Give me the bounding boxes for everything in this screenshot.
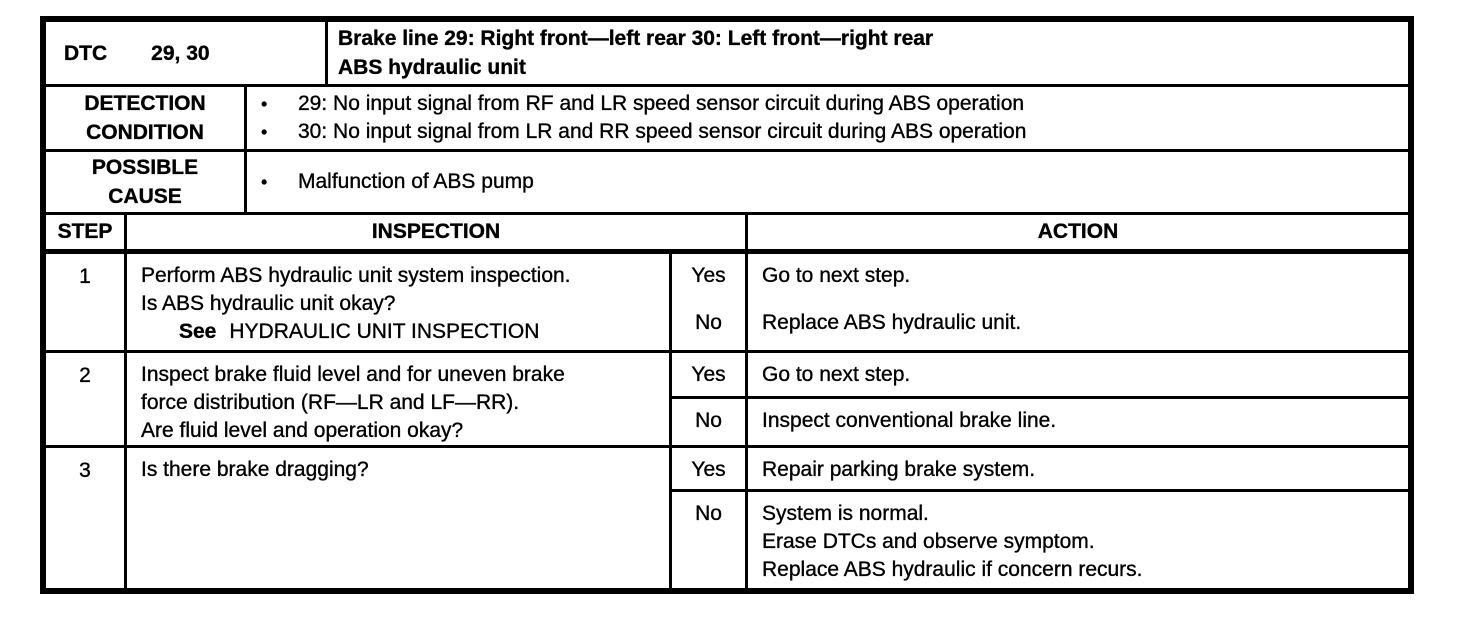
dtc-description-line2: ABS hydraulic unit <box>338 56 526 79</box>
inspection-line: Inspect brake fluid level and for uneven… <box>141 363 565 386</box>
result-action-area: Yes Go to next step. No Inspect conventi… <box>672 353 1408 445</box>
inspection-cell: Is there brake dragging? <box>127 448 672 588</box>
possible-cause-row: POSSIBLE CAUSE • Malfunction of ABS pump <box>46 152 1408 215</box>
yes-subrow: Yes Go to next step. <box>672 353 1408 399</box>
detection-condition-label-cell: DETECTION CONDITION <box>46 87 247 149</box>
step-row-3: 3 Is there brake dragging? Yes Repair pa… <box>46 448 1408 588</box>
detection-condition-label-line1: DETECTION <box>84 92 206 115</box>
yes-action-text: Go to next step. <box>762 363 911 386</box>
possible-cause-item-text: Malfunction of ABS pump <box>298 170 534 193</box>
possible-cause-label-line2: CAUSE <box>108 185 182 208</box>
yes-label: Yes <box>672 448 748 489</box>
see-reference: HYDRAULIC UNIT INSPECTION <box>229 320 540 343</box>
step-number: 1 <box>46 254 127 350</box>
possible-cause-content-cell: • Malfunction of ABS pump <box>247 152 1408 212</box>
detection-condition-item: • 30: No input signal from LR and RR spe… <box>247 118 1408 146</box>
result-action-area: Yes Repair parking brake system. No Syst… <box>672 448 1408 588</box>
dtc-label-cell: DTC 29, 30 <box>46 22 328 84</box>
no-action-text: Replace ABS hydraulic unit. <box>762 311 1022 334</box>
detection-condition-item-text: 30: No input signal from LR and RR speed… <box>298 120 1027 143</box>
detection-condition-item-text: 29: No input signal from RF and LR speed… <box>298 92 1025 115</box>
inspection-line: Perform ABS hydraulic unit system inspec… <box>141 264 571 287</box>
dtc-label: DTC <box>64 41 108 65</box>
bullet-icon: • <box>261 122 268 142</box>
result-action-area: Yes No Go to next step. Replace ABS hydr… <box>672 254 1408 350</box>
dtc-codes: 29, 30 <box>151 41 210 65</box>
detection-condition-row: DETECTION CONDITION • 29: No input signa… <box>46 87 1408 152</box>
no-label: No <box>672 492 748 588</box>
no-label: No <box>695 311 722 334</box>
yes-subrow: Yes Repair parking brake system. <box>672 448 1408 492</box>
possible-cause-label-cell: POSSIBLE CAUSE <box>46 152 247 212</box>
action-cell: Go to next step. Replace ABS hydraulic u… <box>748 254 1408 350</box>
inspection-column-header: INSPECTION <box>127 215 748 249</box>
no-action-line: Erase DTCs and observe symptom. <box>762 530 1095 553</box>
yes-label: Yes <box>672 353 748 396</box>
yes-action-text: Go to next step. <box>762 264 911 287</box>
yes-action-text: Repair parking brake system. <box>762 458 1036 481</box>
step1-result-subrow: Yes No Go to next step. Replace ABS hydr… <box>672 254 1408 350</box>
no-subrow: No System is normal. Erase DTCs and obse… <box>672 492 1408 588</box>
bullet-icon: • <box>261 94 268 114</box>
inspection-line: Are fluid level and operation okay? <box>141 419 464 442</box>
detection-condition-label-line2: CONDITION <box>86 121 204 144</box>
no-action-cell: System is normal. Erase DTCs and observe… <box>748 492 1408 588</box>
possible-cause-item: • Malfunction of ABS pump <box>247 168 1408 196</box>
step-row-1: 1 Perform ABS hydraulic unit system insp… <box>46 254 1408 353</box>
inspection-cell: Inspect brake fluid level and for uneven… <box>127 353 672 445</box>
inspection-line: Is there brake dragging? <box>141 458 369 481</box>
step-row-2: 2 Inspect brake fluid level and for unev… <box>46 353 1408 448</box>
no-action-line: System is normal. <box>762 502 929 525</box>
inspection-see-line: See HYDRAULIC UNIT INSPECTION <box>141 318 659 346</box>
detection-condition-item: • 29: No input signal from RF and LR spe… <box>247 90 1408 118</box>
detection-condition-content-cell: • 29: No input signal from RF and LR spe… <box>247 87 1408 149</box>
table-header-row: STEP INSPECTION ACTION <box>46 215 1408 254</box>
dtc-troubleshooting-table: DTC 29, 30 Brake line 29: Right front—le… <box>40 16 1414 594</box>
bullet-icon: • <box>261 172 268 192</box>
no-action-line: Replace ABS hydraulic if concern recurs. <box>762 558 1143 581</box>
see-label: See <box>179 320 217 343</box>
possible-cause-label-line1: POSSIBLE <box>91 156 199 179</box>
inspection-line: Is ABS hydraulic unit okay? <box>141 292 396 315</box>
no-label: No <box>672 399 748 445</box>
inspection-line: force distribution (RF—LR and LF—RR). <box>141 391 520 414</box>
yes-label: Yes <box>691 264 726 287</box>
step-number: 3 <box>46 448 127 588</box>
step-column-header: STEP <box>46 215 127 249</box>
dtc-row: DTC 29, 30 Brake line 29: Right front—le… <box>46 22 1408 87</box>
inspection-cell: Perform ABS hydraulic unit system inspec… <box>127 254 672 350</box>
yesno-cell: Yes No <box>672 254 748 350</box>
dtc-description-cell: Brake line 29: Right front—left rear 30:… <box>328 22 1408 84</box>
dtc-description-line1: Brake line 29: Right front—left rear 30:… <box>338 27 934 50</box>
action-column-header: ACTION <box>1037 220 1119 243</box>
no-action-text: Inspect conventional brake line. <box>762 409 1057 432</box>
no-subrow: No Inspect conventional brake line. <box>672 399 1408 445</box>
step-number: 2 <box>46 353 127 445</box>
